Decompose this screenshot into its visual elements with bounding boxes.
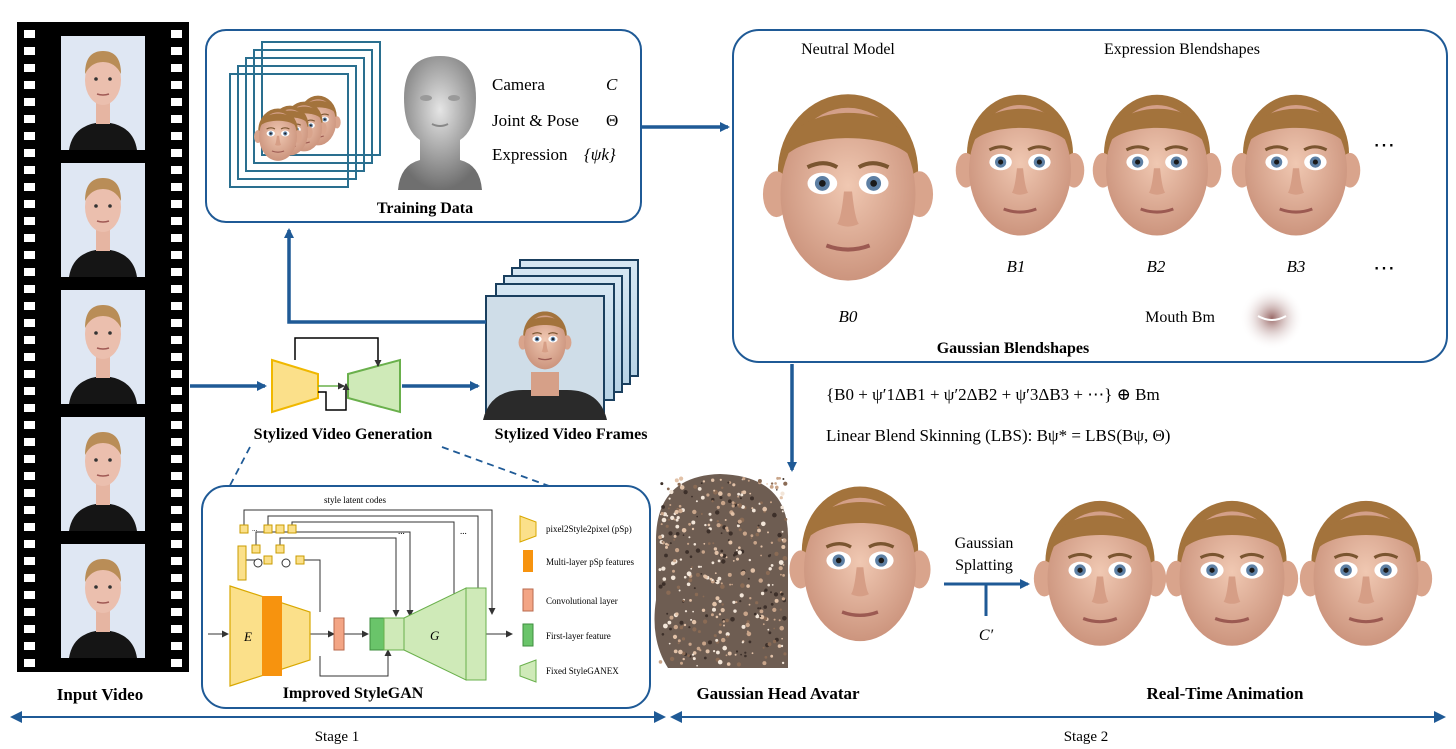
camera-prime-label: C′ (979, 627, 994, 644)
blend-formula: {B0 + ψ′1ΔB1 + ψ′2ΔB2 + ψ′3ΔB3 + ⋯} ⊕ Bm (826, 385, 1160, 404)
legend-conv: Convolutional layer (546, 596, 618, 606)
neutral-model-label: Neutral Model (801, 41, 895, 58)
gaussian-head-avatar-face (787, 484, 933, 643)
b0-label: B0 (839, 307, 858, 326)
training-frame-stack (229, 41, 381, 188)
film-perforations-right (171, 30, 182, 667)
mouth-label: Mouth Bm (1145, 309, 1215, 326)
expression-blendshapes-label: Expression Blendshapes (1104, 41, 1260, 58)
legend-multilayer: Multi-layer pSp features (546, 557, 634, 567)
gaussian-point-cloud-head (654, 474, 789, 668)
generator-letter: G (430, 628, 440, 643)
input-video-filmstrip (17, 22, 189, 672)
b3-label: B3 (1287, 257, 1306, 276)
legend-fixed-styleganex: Fixed StyleGANEX (546, 666, 619, 676)
improved-stylegan-box (201, 485, 651, 709)
real-time-animation-label: Real-Time Animation (1147, 684, 1304, 703)
input-video-label: Input Video (57, 685, 143, 704)
stylized-generation-label: Stylized Video Generation (254, 426, 433, 443)
gaussian-blendshapes-label: Gaussian Blendshapes (937, 340, 1090, 357)
param-joint-pose-label: Joint & Pose (492, 111, 579, 130)
animation-frame-3 (1298, 499, 1434, 648)
dots-3: ... (252, 525, 258, 533)
lbs-formula: Linear Blend Skinning (LBS): Bψ* = LBS(B… (826, 426, 1170, 445)
legend-first-layer: First-layer feature (546, 631, 611, 641)
param-pose-symbol: Θ (606, 111, 618, 130)
input-video-frame (60, 543, 146, 659)
b1-label: B1 (1007, 257, 1026, 276)
input-video-frame (60, 162, 146, 278)
generation-network-icon (271, 337, 401, 414)
input-video-frame (60, 35, 146, 151)
stage1-label: Stage 1 (315, 729, 360, 745)
param-expression-symbol: {ψk} (584, 145, 616, 164)
blendshape-ellipsis-top: ⋯ (1373, 132, 1395, 157)
stylegan-legend (519, 515, 537, 683)
stage2-label: Stage 2 (1064, 729, 1109, 745)
animation-frame-2 (1164, 499, 1300, 648)
style-latent-label: style latent codes (324, 495, 386, 505)
gaussian-head-avatar-label: Gaussian Head Avatar (696, 684, 860, 703)
param-expression-label: Expression (492, 145, 568, 164)
arrow-frames-to-training (284, 228, 486, 324)
animation-frame-1 (1032, 499, 1168, 648)
legend-psp: pixel2Style2pixel (pSp) (546, 524, 632, 534)
zoom-line-right (441, 446, 561, 491)
zoom-line-left (211, 446, 251, 521)
param-camera-label: Camera (492, 75, 545, 94)
improved-stylegan-label: Improved StyleGAN (283, 685, 424, 702)
input-video-frame (60, 416, 146, 532)
stylegan-blocks (229, 524, 487, 687)
param-camera-symbol: C (606, 75, 618, 94)
splatting-label-2: Splatting (955, 557, 1013, 574)
input-video-frame (60, 289, 146, 405)
face-mesh-bust (398, 56, 482, 190)
splatting-label-1: Gaussian (955, 535, 1014, 552)
stylized-frames-label: Stylized Video Frames (495, 426, 648, 443)
training-data-label: Training Data (377, 200, 473, 217)
blendshape-ellipsis-bottom: ⋯ (1373, 255, 1395, 280)
stylized-frames-stack (483, 259, 639, 420)
b2-label: B2 (1147, 257, 1166, 276)
mouth-blendshape (1240, 286, 1304, 350)
film-perforations-left (24, 30, 35, 667)
dots-1: ... (398, 526, 405, 536)
dots-2: ... (460, 526, 467, 536)
encoder-letter: E (243, 629, 252, 644)
stylegan-architecture (208, 509, 513, 677)
